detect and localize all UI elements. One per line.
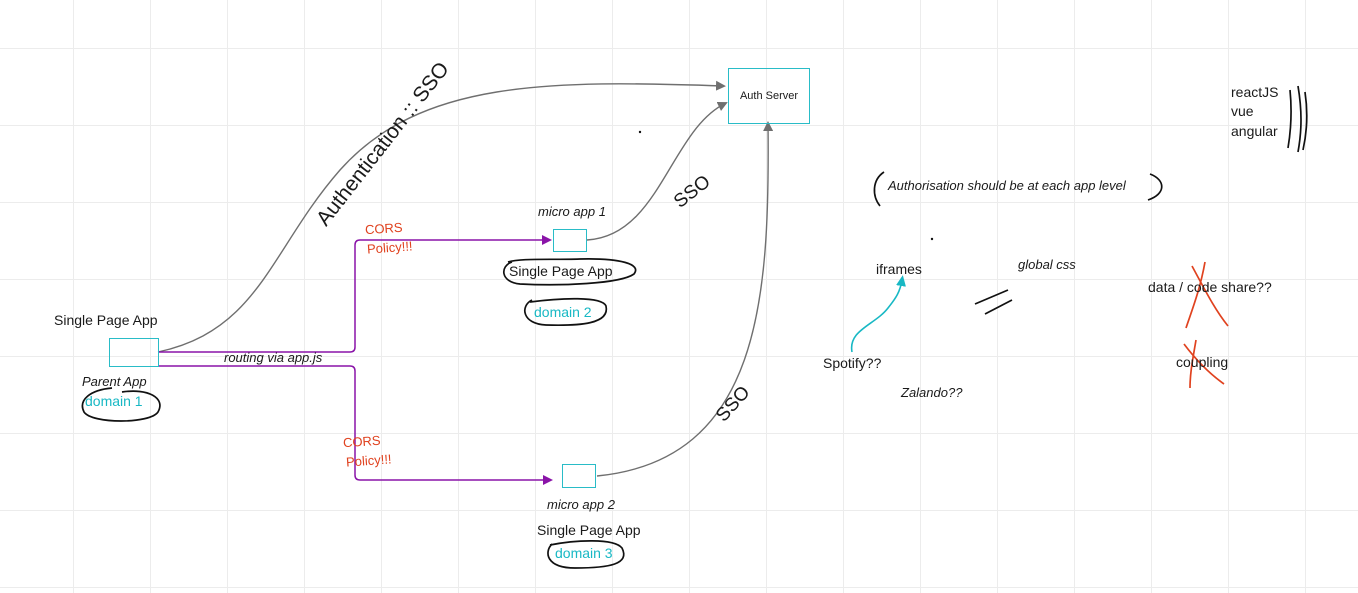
global-css-label: global css xyxy=(1018,257,1076,272)
right-paren xyxy=(1147,173,1163,201)
micro-app-1-subtitle: Single Page App xyxy=(509,263,613,279)
framework-angular: angular xyxy=(1231,123,1278,139)
micro-app-2-title: micro app 2 xyxy=(547,497,615,512)
parent-app-subtitle: Parent App xyxy=(82,374,147,389)
micro-app-2-subtitle: Single Page App xyxy=(537,522,641,538)
cors-label-1-line-2: Policy!!! xyxy=(366,238,413,257)
coupling-cross-1 xyxy=(1183,343,1225,385)
coupling-cross-2 xyxy=(1189,339,1197,389)
parallel-mark-1 xyxy=(974,289,1009,305)
sso-arrow-micro-app-1 xyxy=(586,101,728,241)
parent-domain-outline xyxy=(81,387,161,422)
routing-arrow-micro-app-1 xyxy=(158,235,552,353)
parent-app-title: Single Page App xyxy=(54,312,158,328)
parent-app-box[interactable] xyxy=(109,338,159,367)
parallel-mark-2 xyxy=(984,299,1013,315)
data-share-cross-2 xyxy=(1185,261,1206,329)
micro-app-2-domain-outline xyxy=(523,297,608,327)
cors-label-1-line-1: CORS xyxy=(364,219,404,238)
zalando-label: Zalando?? xyxy=(901,385,963,400)
micro-app-2-box[interactable] xyxy=(562,464,596,488)
micro-app-1-box[interactable] xyxy=(553,229,587,252)
cors-label-2-line-1: CORS xyxy=(342,432,382,451)
sso-arrow-micro-app-2 xyxy=(596,121,774,477)
framework-react: reactJS xyxy=(1231,84,1279,100)
data-share-cross-1 xyxy=(1191,265,1229,327)
routing-arrow-micro-app-2 xyxy=(158,365,553,485)
micro-app-1-subtitle-outline xyxy=(503,258,637,286)
spotify-label: Spotify?? xyxy=(823,355,882,371)
data-share-label: data / code share?? xyxy=(1148,279,1272,295)
coupling-label: coupling xyxy=(1176,354,1229,370)
parent-app-domain: domain 1 xyxy=(85,393,143,409)
auth-server-label: Auth Server xyxy=(739,89,799,102)
micro-app-3-domain-outline xyxy=(547,540,625,569)
framework-mark-2 xyxy=(1297,85,1302,153)
left-paren xyxy=(873,171,885,207)
micro-app-1-title: micro app 1 xyxy=(538,204,606,219)
iframes-label: iframes xyxy=(876,261,922,277)
stray-dot xyxy=(638,130,642,134)
micro-app-1-domain: domain 2 xyxy=(534,304,592,320)
stray-dot xyxy=(930,237,934,241)
spotify-iframes-arrow xyxy=(850,275,906,353)
micro-app-2-domain: domain 3 xyxy=(555,545,613,561)
authorisation-note: Authorisation should be at each app leve… xyxy=(888,178,1126,193)
cors-label-2-line-2: Policy!!! xyxy=(345,451,392,470)
routing-label: routing via app.js xyxy=(224,350,323,365)
auth-server-box[interactable]: Auth Server xyxy=(728,68,810,124)
framework-mark-3 xyxy=(1302,91,1308,151)
framework-mark-1 xyxy=(1287,89,1292,149)
framework-vue: vue xyxy=(1231,103,1254,119)
auth-sso-arrow xyxy=(157,80,726,353)
